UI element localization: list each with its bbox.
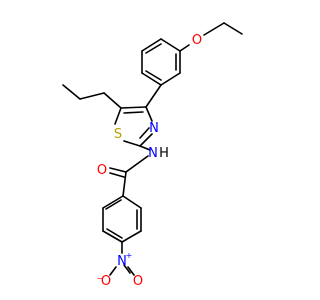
bond: [123, 264, 131, 274]
bond: [145, 84, 162, 108]
bond: [139, 145, 151, 151]
bond: [125, 155, 149, 173]
bond: [179, 44, 190, 52]
bond: [109, 266, 117, 276]
bond: [121, 230, 142, 243]
bond: [123, 140, 141, 147]
bond: [141, 72, 162, 86]
bond: [123, 111, 144, 114]
atom-labels: O N S H N O N + O − O: [97, 33, 202, 289]
molecule-diagram: O N S H N O N + O − O: [62, 22, 243, 289]
bond: [122, 171, 127, 197]
bond: [139, 133, 153, 147]
atom-n-thiazole: N: [149, 121, 159, 136]
bond: [145, 106, 153, 122]
atom-o-nitro-right: O: [133, 274, 143, 289]
bond: [109, 167, 127, 173]
atom-o-nitro-left: O: [101, 274, 111, 289]
bond: [122, 195, 142, 209]
bond: [223, 22, 243, 35]
bond: [203, 22, 225, 36]
bond: [160, 72, 181, 86]
bond: [106, 228, 123, 239]
bond: [109, 172, 125, 178]
bond: [103, 92, 122, 109]
bond: [120, 106, 147, 109]
bond: [102, 195, 124, 209]
bond: [141, 38, 162, 52]
bond: [139, 127, 150, 139]
bond: [114, 107, 122, 125]
charge-minus: −: [97, 274, 104, 283]
atom-s-thiazole: S: [114, 127, 122, 142]
atom-o-carbonyl: O: [97, 163, 107, 178]
atom-n-amide: N: [148, 146, 158, 161]
atom-h-amide: H: [159, 146, 169, 161]
bond: [62, 84, 81, 100]
bond: [160, 38, 181, 52]
bond: [79, 92, 105, 100]
bond: [145, 70, 162, 81]
atom-o-ether: O: [192, 33, 202, 48]
bond-lines: [62, 22, 243, 276]
bond: [145, 43, 162, 54]
charge-plus: +: [126, 251, 133, 260]
bond: [102, 230, 123, 243]
bond: [105, 199, 122, 210]
bond: [127, 266, 135, 276]
atom-n-nitro: N: [117, 254, 127, 269]
